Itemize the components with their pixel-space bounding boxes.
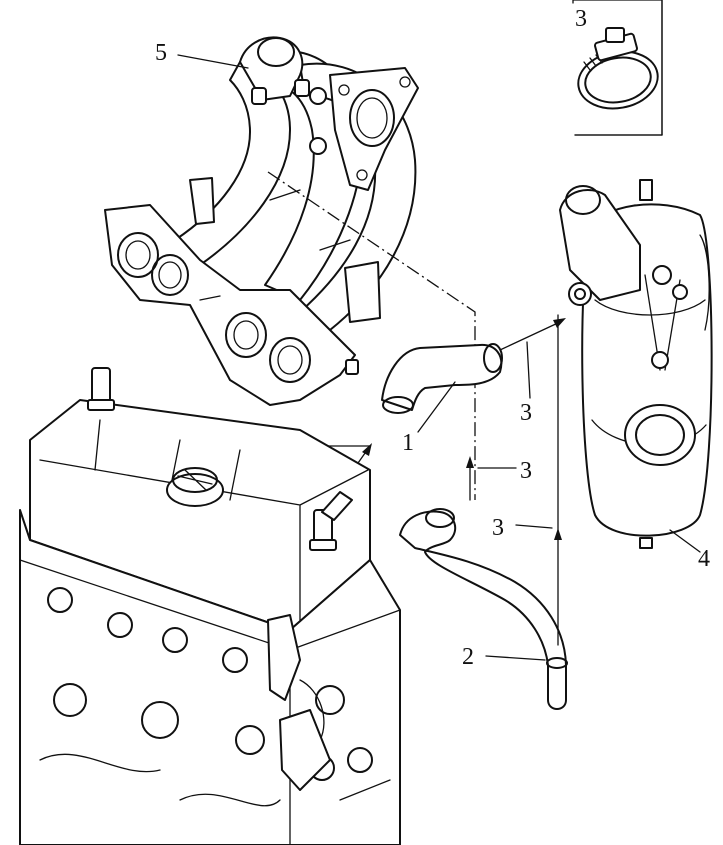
leader-1	[417, 381, 456, 433]
hose-upper	[381, 343, 503, 414]
intake-manifold	[104, 36, 419, 406]
clip-inset-box: 3	[572, 0, 663, 136]
callout-1: 1	[402, 430, 414, 456]
callout-3-inset: 3	[575, 6, 587, 32]
port-centerline	[267, 171, 476, 500]
leader-4	[669, 529, 701, 553]
callout-5: 5	[155, 40, 167, 66]
leader-3-c	[526, 341, 531, 399]
callout-3-c: 3	[520, 400, 532, 426]
engine-block	[19, 367, 401, 845]
hose-clip-icon	[577, 27, 659, 110]
callout-4: 4	[698, 546, 710, 572]
hose-lower	[399, 508, 568, 710]
leader-3-d	[515, 524, 553, 529]
callout-2: 2	[462, 644, 474, 670]
callout-3-b: 3	[520, 458, 532, 484]
leader-5	[177, 54, 249, 69]
leader-2	[485, 655, 546, 661]
callout-3-d: 3	[492, 515, 504, 541]
oil-separator-canister	[559, 179, 713, 549]
